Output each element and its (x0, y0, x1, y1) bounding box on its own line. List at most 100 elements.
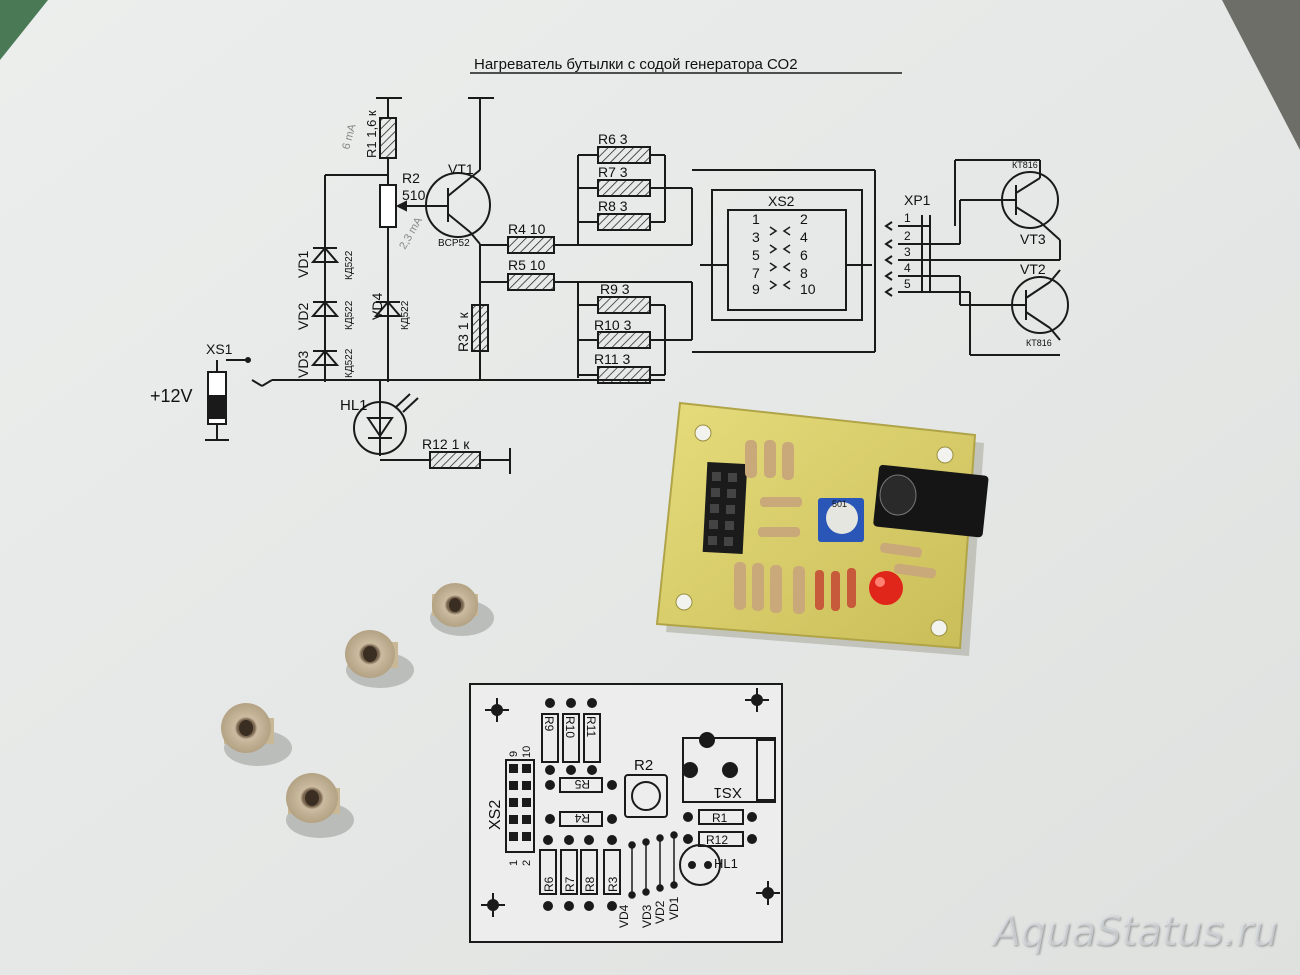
resistor-r4 (507, 236, 555, 254)
label-r4: R4 10 (508, 221, 546, 237)
label-vd4: VD4 (369, 293, 385, 320)
plug-3 (221, 703, 292, 766)
resistor-row-bottom (734, 562, 856, 614)
xs2-pin-7: 7 (752, 265, 760, 281)
connector-xs2 (711, 189, 863, 321)
layout-pin-9: 9 (508, 751, 520, 757)
label-vd1-type: КД522 (344, 250, 355, 280)
resistor-r7 (597, 179, 651, 197)
layout-pin-1: 1 (508, 860, 520, 866)
resistor-r12 (429, 451, 481, 469)
xs2-pin-6: 6 (800, 247, 808, 263)
layout-label-r6: R6 (542, 876, 556, 892)
plug-2 (345, 630, 414, 688)
label-vd4-type: КД522 (400, 300, 411, 330)
resistor-r9 (597, 296, 651, 314)
diode-vd2 (310, 300, 340, 317)
label-r10: R10 3 (594, 317, 632, 333)
xs2-pin-5: 5 (752, 247, 760, 263)
layout-label-vd1: VD1 (667, 896, 681, 920)
layout-label-xs1: XS1 (714, 784, 742, 801)
label-r5: R5 10 (508, 257, 546, 273)
label-r12: R12 1 к (422, 436, 470, 452)
label-supply: +12V (150, 386, 193, 406)
layout-label-r11: R11 (584, 716, 598, 737)
label-r7: R7 3 (598, 164, 628, 180)
label-r2: R2 (402, 170, 420, 186)
diode-vd4 (373, 300, 403, 317)
wooden-plugs (221, 583, 494, 838)
label-vt1: VT1 (448, 161, 474, 177)
label-r6: R6 3 (598, 131, 628, 147)
trimmer-label: 501 (832, 499, 847, 509)
resistor-r3 (471, 304, 489, 352)
label-vt2: VT2 (1020, 261, 1046, 277)
resistor-r8 (597, 213, 651, 231)
xs2-pin-2: 2 (800, 211, 808, 227)
layout-label-r3: R3 (606, 876, 620, 892)
resistor-r5 (507, 273, 555, 291)
pcb-layout (469, 683, 783, 943)
layout-pin-2: 2 (521, 860, 533, 866)
xp1-pin-4: 4 (904, 261, 911, 275)
diode-vd1 (310, 246, 340, 263)
label-hl1: HL1 (340, 397, 368, 414)
layout-xs2 (505, 759, 535, 853)
layout-label-r4: R4 (574, 811, 590, 825)
layout-label-r2: R2 (634, 757, 653, 774)
label-vd1: VD1 (295, 251, 311, 278)
layout-label-hl1: HL1 (714, 856, 738, 871)
pcb-board: 501 (655, 401, 989, 656)
label-r8: R8 3 (598, 198, 628, 214)
label-xs2: XS2 (768, 193, 795, 209)
xp1-pin-5: 5 (904, 277, 911, 291)
xp1-pin-1: 1 (904, 211, 911, 225)
label-r9: R9 3 (600, 281, 630, 297)
schematic-labels: Нагреватель бутылки с содой генератора С… (150, 56, 1052, 452)
label-vt1-type: BCP52 (438, 238, 470, 249)
label-vt3: VT3 (1020, 231, 1046, 247)
label-vd3: VD3 (295, 351, 311, 378)
resistor-r6 (597, 146, 651, 164)
xs2-pin-8: 8 (800, 265, 808, 281)
resistor-r10 (597, 331, 651, 349)
layout-r9-r11 (541, 698, 601, 775)
xp1-pin-2: 2 (904, 229, 911, 243)
layout-label-r9: R9 (542, 716, 556, 732)
xs2-pin-10: 10 (800, 281, 816, 297)
layout-label-r7: R7 (563, 876, 577, 892)
label-vd3-type: КД522 (344, 348, 355, 378)
resistor-row-top (745, 440, 794, 480)
layout-label-vd3: VD3 (640, 904, 654, 928)
label-vd2: VD2 (295, 303, 311, 330)
layout-label-r8: R8 (583, 876, 597, 892)
xs2-pin-9: 9 (752, 281, 760, 297)
layout-label-vd4: VD4 (617, 904, 631, 928)
watermark: AquaStatus.ru (993, 909, 1278, 955)
label-r1: R1 1,6 к (364, 110, 379, 158)
layout-label-xs2: XS2 (487, 800, 504, 830)
xs2-pin-1: 1 (752, 211, 760, 227)
xs2-pin-3: 3 (752, 229, 760, 245)
label-vt2-type: КТ816 (1026, 338, 1052, 348)
red-led (869, 571, 903, 605)
layout-label-r1: R1 (712, 811, 728, 825)
plug-4 (286, 773, 354, 838)
layout-labels: XS2 9 10 1 2 R9 R10 R11 R5 R4 R6 R7 R8 R… (487, 716, 742, 928)
label-r11: R11 3 (594, 351, 631, 367)
label-xp1: XP1 (904, 192, 931, 208)
layout-label-r10: R10 (563, 716, 577, 738)
layout-pin-10: 10 (521, 746, 533, 758)
layout-label-vd2: VD2 (653, 900, 667, 924)
label-xs1: XS1 (206, 341, 233, 357)
schematic-title: Нагреватель бутылки с содой генератора С… (474, 56, 798, 73)
connector-xp1 (884, 215, 1060, 297)
xp1-pin-3: 3 (904, 245, 911, 259)
resistor-r1 (379, 117, 397, 159)
label-vt3-type: КТ816 (1012, 160, 1038, 170)
diode-vd3 (310, 349, 340, 366)
label-r2-value: 510 (402, 187, 426, 203)
label-vd2-type: КД522 (344, 300, 355, 330)
layout-label-r12: R12 (706, 833, 728, 847)
